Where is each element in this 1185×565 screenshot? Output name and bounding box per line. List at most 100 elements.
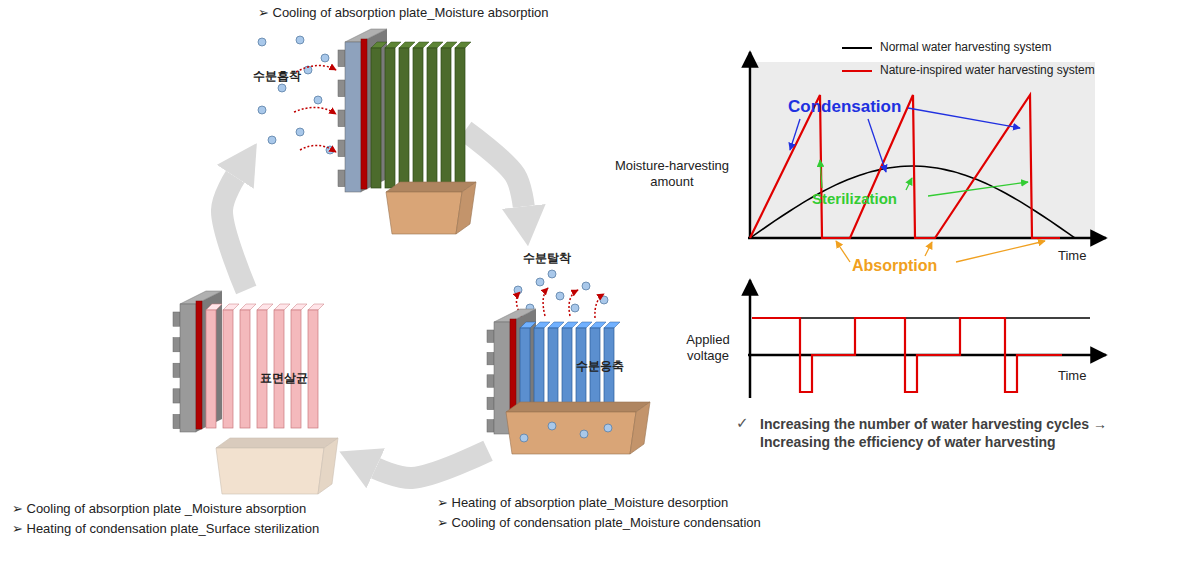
tray-top [386,182,476,192]
fin-top [455,42,471,48]
fin [308,310,318,428]
plate-side [196,291,222,432]
y-axis [749,280,752,398]
module-node: 표면살균 [172,290,337,500]
tray-side [456,182,476,234]
legend-text: Normal water harvesting system [880,40,1051,54]
fin-top [520,322,536,328]
fin [385,48,395,188]
leader-line [906,178,912,190]
ridge [173,338,180,352]
tray-front [386,192,462,234]
water-dot [556,292,564,300]
bullet-note: ➢ Cooling of absorption plate_Moisture a… [258,5,549,21]
ridge [487,420,494,432]
moisture-dots [514,270,608,312]
chart-label: Absorption [852,256,937,276]
legend-text: Nature-inspired water harvesting system [880,63,1095,77]
chart-label: Time [1058,248,1086,264]
moisture-path [296,65,336,72]
moisture-path [294,107,336,114]
fin-top [548,322,564,328]
chart-label: Condensation [788,96,901,117]
leader-line [790,119,800,150]
plate-side [361,29,387,192]
tray-top [506,402,650,412]
fin-top [308,304,324,310]
fin-top [240,304,256,310]
heater-plate [361,39,367,189]
fin-top [223,304,239,310]
water-tray [506,402,650,454]
fin-top [441,42,457,48]
fin-top [385,42,401,48]
bullet-note: ➢ Cooling of absorption plate _Moisture … [12,501,306,517]
plot-background [752,62,1095,237]
absorption-module [338,29,471,192]
sterilization-module [173,291,324,432]
ridge [173,363,180,377]
moisture-path [595,294,604,318]
water-dot [258,38,266,46]
leader-line [836,241,850,262]
fin-top [206,304,222,310]
water-droplets [520,422,612,442]
chart-label: Sterilization [812,190,897,209]
water-dot [278,84,286,92]
water-tray [216,438,338,494]
ridge [338,50,345,67]
fin [427,48,437,188]
fin [240,310,250,428]
fin-top [604,322,620,328]
tray-side [630,402,650,454]
process-label: 수분흡착 [253,68,301,85]
ridge [487,330,494,342]
plate-face [345,42,361,192]
fin [291,310,301,428]
module-node: 수분탈착수분응축 [488,245,643,455]
moisture-dots [258,36,334,154]
chart-label: Time [1058,368,1086,384]
leader-line [925,242,932,256]
chart [748,52,1106,398]
water-dot [604,424,612,432]
water-dot [296,36,304,44]
water-dot [548,422,556,430]
bullet-note: ➢ Heating of absorption plate_Moisture d… [437,495,728,511]
water-dot [582,282,590,290]
water-dot [600,296,608,304]
water-dot [536,278,544,286]
leader-line [928,182,1028,196]
leader-line [908,108,1020,128]
legend-sample [842,70,872,72]
fin-top [534,322,550,328]
water-dot [296,128,304,136]
ridge [338,170,345,187]
water-dot [258,106,266,114]
fin-top [413,42,429,48]
process-label: 수분탈착 [523,250,571,267]
ridge [338,140,345,157]
water-dot [571,304,579,312]
ridge [173,312,180,326]
fin [223,310,233,428]
tray-front [506,412,636,454]
water-dot [314,96,322,104]
tray-top [216,438,338,448]
bullet-note: ➢ Cooling of condensation plate_Moisture… [437,515,761,531]
plate-face [180,304,196,432]
fin-top [291,304,307,310]
water-dot [321,54,329,62]
fin [274,310,284,428]
ridge [487,352,494,364]
process-label: 표면살균 [260,370,308,387]
nature-voltage [752,318,1062,392]
fin [455,48,465,188]
moisture-path [569,290,578,316]
fin [257,310,267,428]
bullet-note: ➢ Heating of condensation plate_Surface … [12,521,319,537]
fin-top [427,42,443,48]
chart-label: Increasing the number of water harvestin… [760,416,1180,451]
leader-line [820,160,822,188]
